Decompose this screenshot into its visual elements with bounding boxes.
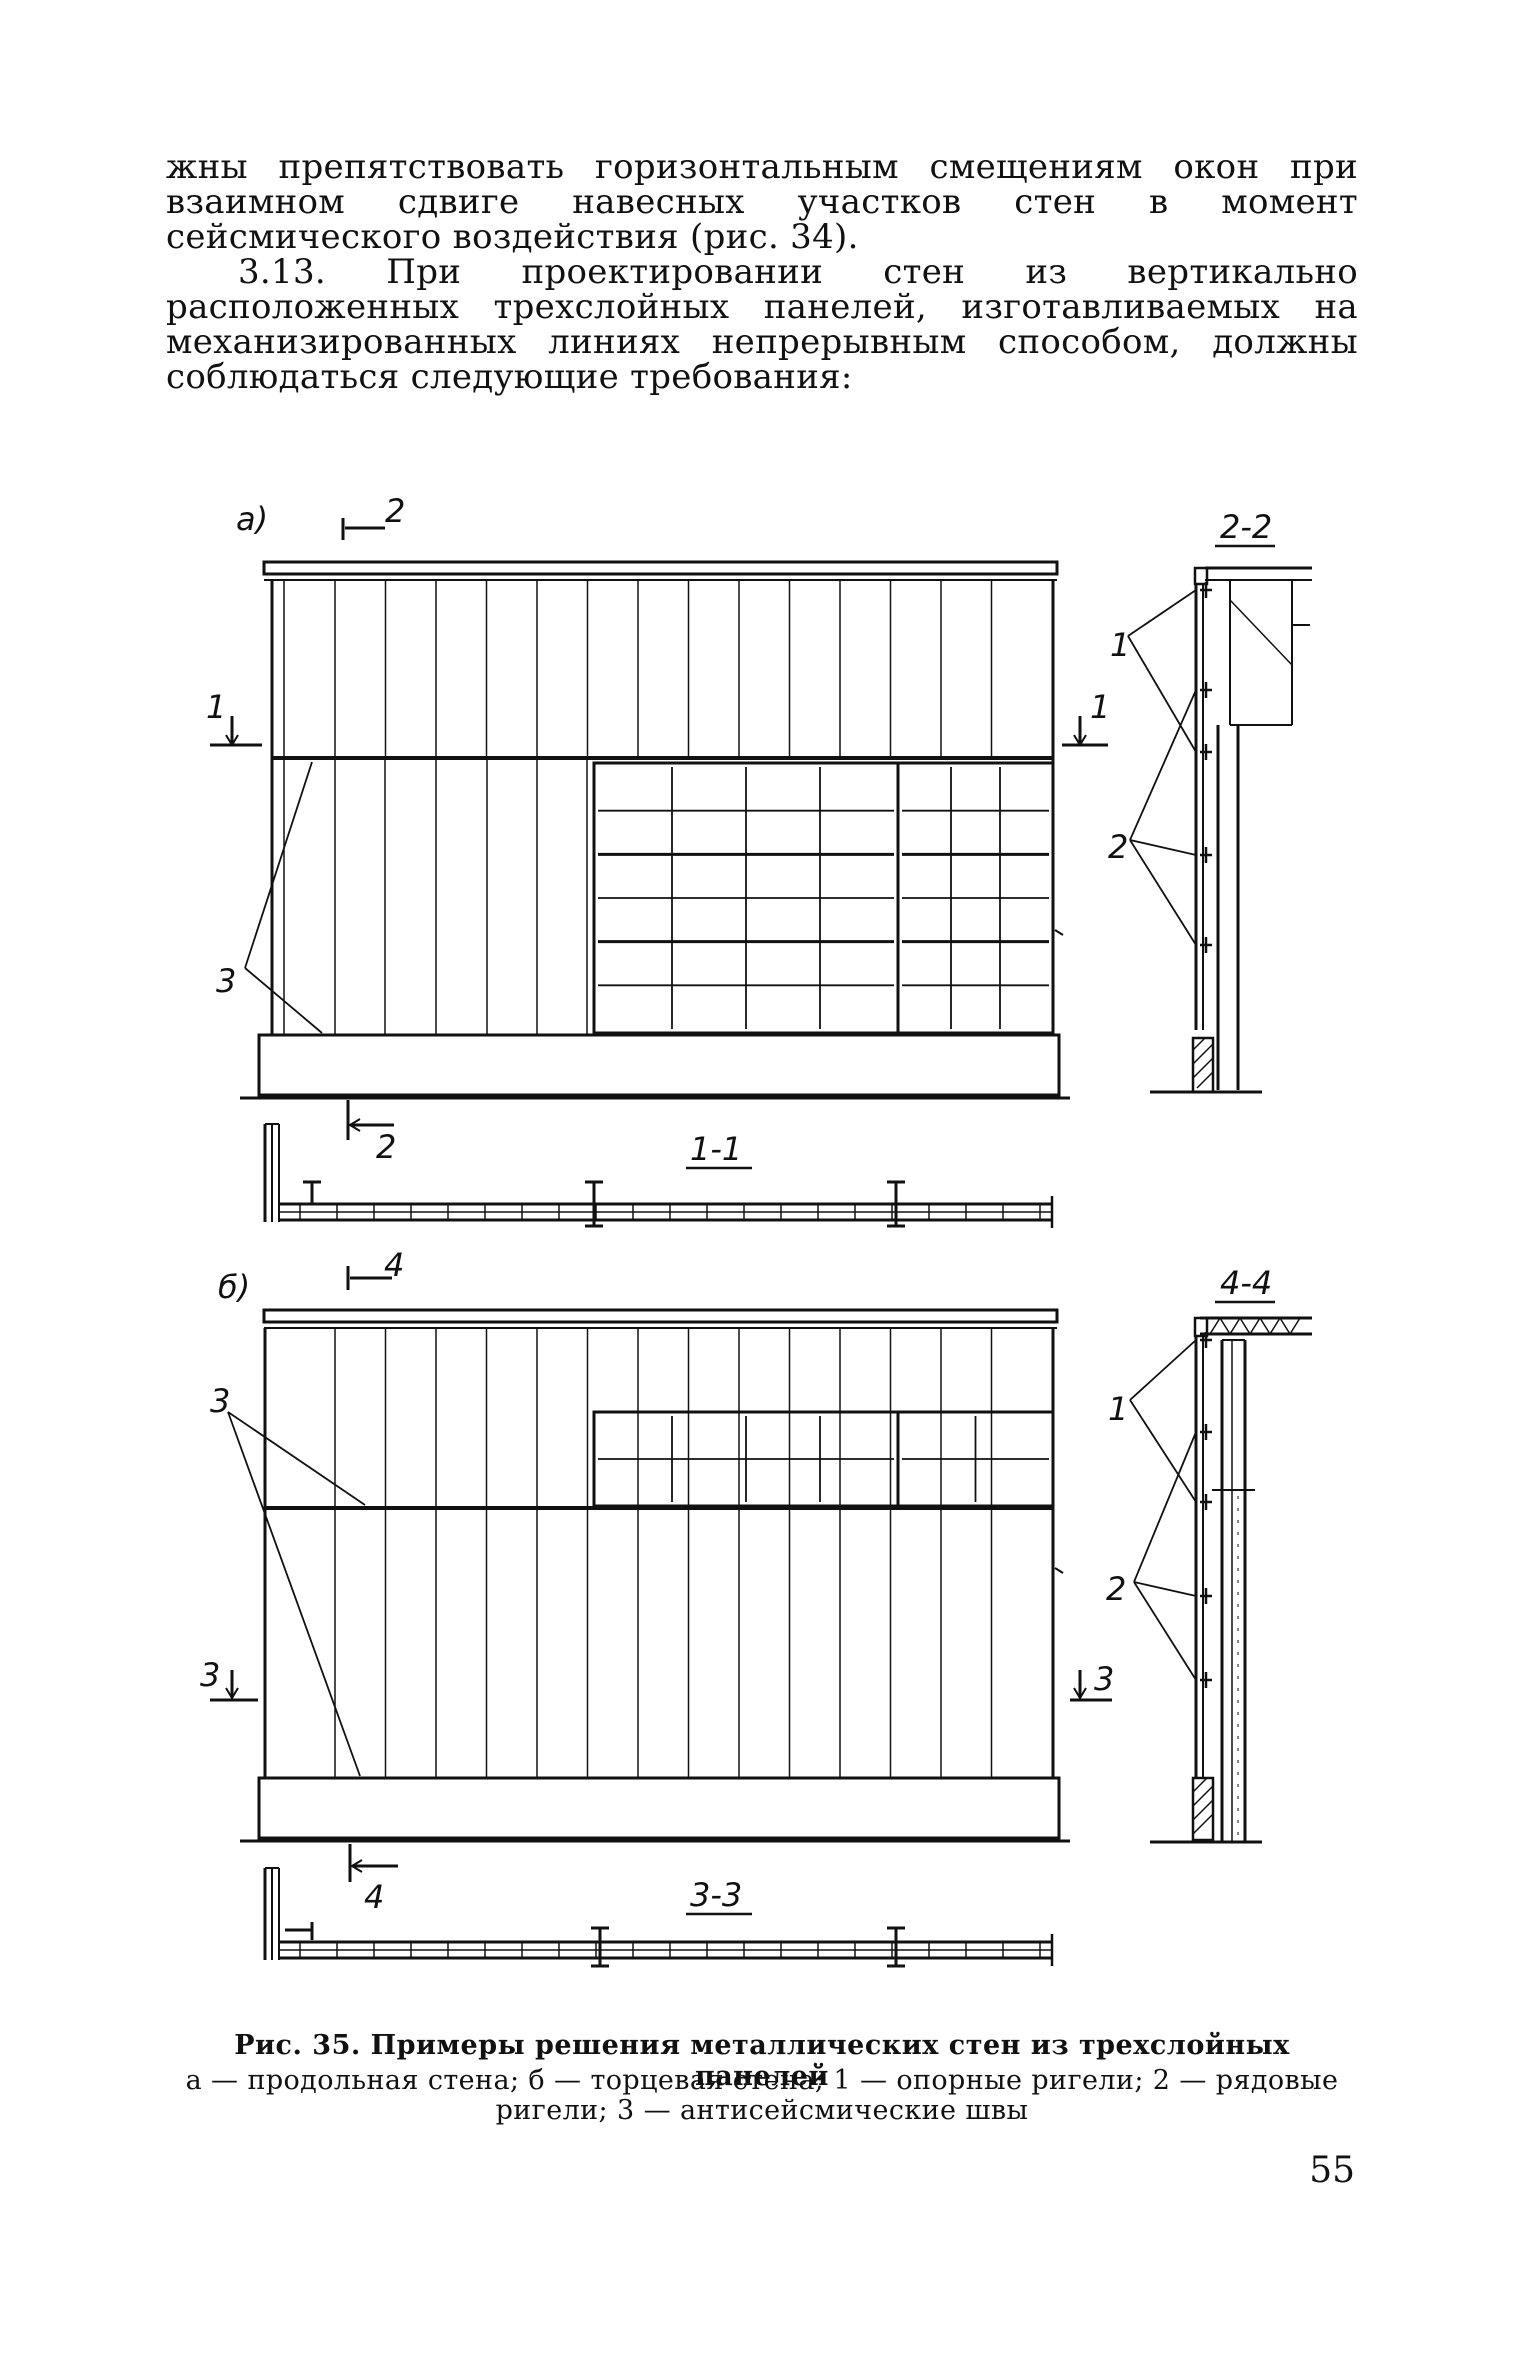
- section-mark-3-left: 3: [200, 1656, 258, 1702]
- mark-2-bottom-label: 2: [376, 1128, 396, 1166]
- paragraph-continued: жны препятствовать горизонтальным смещен…: [166, 147, 1358, 257]
- section-2-2: 2-2: [1108, 508, 1312, 1094]
- section-mark-4-bottom: 4: [348, 1844, 398, 1916]
- section-3-3-label: 3-3: [690, 1876, 742, 1914]
- mark-3-a-label: 3: [216, 962, 236, 1000]
- view-a-label: а): [236, 500, 268, 538]
- leader-2-2-2: 2: [1108, 689, 1197, 946]
- section-mark-1-left: 1: [206, 688, 262, 747]
- figure-caption-title: Рис. 35. Примеры решения металлических с…: [234, 2030, 1290, 2092]
- mark-3-b-label: 3: [210, 1382, 230, 1420]
- mark-1-s44-label: 1: [1108, 1390, 1128, 1428]
- mark-2-s44-label: 2: [1106, 1570, 1126, 1608]
- figure-caption-legend: а — продольная стена; б — торцевая стена…: [185, 2065, 1339, 2126]
- mark-3-left-label: 3: [200, 1656, 220, 1694]
- page-number: 55: [1309, 2150, 1355, 2191]
- mark-2-s22-label: 2: [1108, 828, 1128, 866]
- view-b-label: б): [218, 1268, 250, 1306]
- section-mark-2-bottom: 2: [346, 1100, 396, 1166]
- section-2-2-label: 2-2: [1220, 508, 1272, 546]
- section-mark-4-top: 4: [346, 1246, 404, 1290]
- section-mark-3-right: 3: [1070, 1660, 1114, 1702]
- plan-3-3: 4 3-3: [263, 1844, 1054, 1968]
- section-mark-1-right: 1: [1062, 688, 1110, 747]
- section-mark-2-top: 2: [341, 492, 405, 540]
- elevation-b: б) 4 3: [200, 1246, 1114, 1843]
- figure-35-drawing: а) 2: [200, 492, 1312, 1968]
- elevation-a: а) 2: [206, 492, 1110, 1100]
- leader-3-b: 3: [210, 1382, 366, 1777]
- leader-3-a: 3: [216, 761, 323, 1034]
- mark-1-right-label: 1: [1090, 688, 1110, 726]
- mark-2-top-label: 2: [385, 492, 405, 530]
- mark-1-s22-label: 1: [1110, 626, 1130, 664]
- mark-1-left-label: 1: [206, 688, 226, 726]
- leader-1-2-2: 1: [1110, 589, 1197, 753]
- mark-4-bottom-label: 4: [364, 1878, 384, 1916]
- paragraph-3-13: 3.13. При проектировании стен из вертика…: [166, 252, 1358, 397]
- section-1-1-label: 1-1: [690, 1130, 742, 1168]
- mark-3-right-label: 3: [1094, 1660, 1114, 1698]
- leader-2-4-4: 2: [1106, 1431, 1197, 1681]
- plan-1-1: 2 1-1: [263, 1100, 1054, 1228]
- section-4-4: 4-4: [1106, 1264, 1312, 1844]
- mark-4-top-label: 4: [384, 1246, 404, 1284]
- leader-1-4-4: 1: [1108, 1339, 1197, 1503]
- section-4-4-label: 4-4: [1220, 1264, 1272, 1302]
